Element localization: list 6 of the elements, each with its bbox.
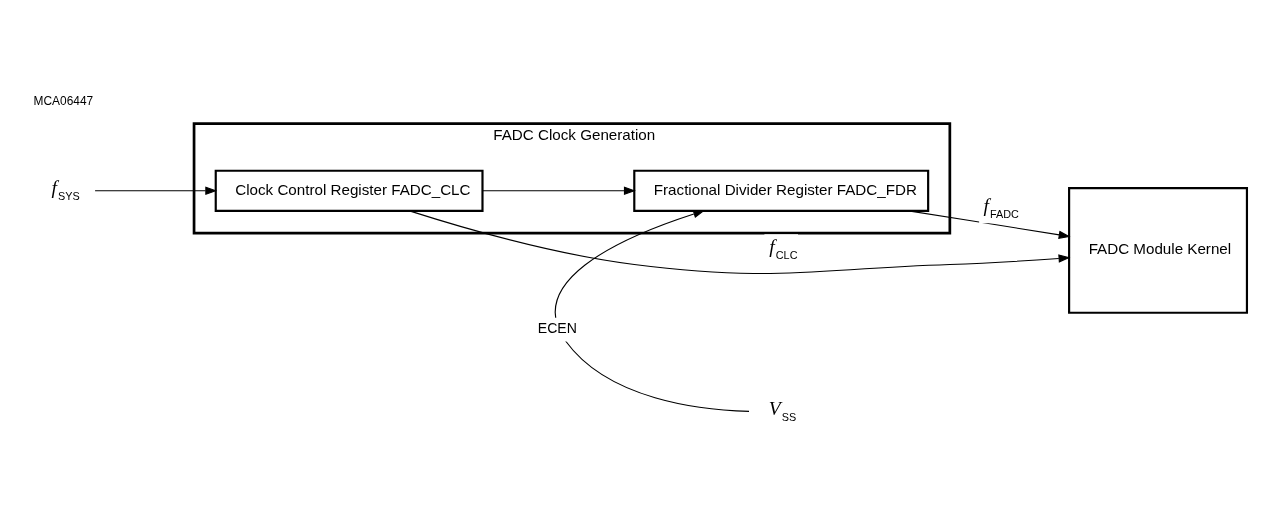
edge-label: f$_{CLC}$: [769, 235, 798, 261]
edge-label: f$_{FADC}$: [983, 194, 1019, 220]
node-text: f$_{SYS}$: [51, 176, 80, 202]
node-text: V$_{SS}$: [768, 397, 797, 423]
edge-label: ECEN: [537, 319, 577, 336]
label: MCA06447: [33, 93, 94, 108]
